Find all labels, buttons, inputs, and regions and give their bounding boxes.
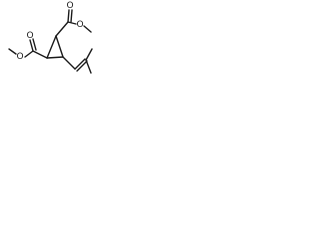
upper-ester-carbonyl-double-b: [70, 9, 73, 23]
left-ester-bond-to-methyl: [8, 48, 17, 55]
left-ester-carbonyl-double-a: [29, 39, 34, 52]
left-ether-oxygen-label: O: [16, 52, 23, 62]
structure-diagram: O O O O: [8, 1, 93, 74]
side-chain-methyl-upper: [85, 48, 93, 61]
side-chain-double-b: [76, 60, 88, 72]
left-ester-carbonyl-double-b: [32, 38, 37, 51]
upper-ester-bond-to-carbonyl: [55, 21, 69, 37]
side-chain-bond-1: [62, 56, 76, 70]
left-ester-bond-to-carbonyl: [32, 50, 48, 59]
upper-ester-bond-to-ether-o: [67, 21, 77, 25]
side-chain-double-a: [74, 58, 86, 70]
left-ester-bond-to-ether-o: [24, 50, 34, 58]
upper-ether-oxygen-label: O: [76, 20, 83, 30]
molecule-skeleton: [8, 9, 93, 74]
atom-labels: O O O O: [16, 1, 83, 62]
ring-bond-top-left: [46, 35, 57, 59]
upper-carbonyl-oxygen-label: O: [66, 1, 73, 11]
upper-ester-carbonyl-double-a: [67, 9, 70, 23]
upper-ester-bond-to-methyl: [83, 25, 92, 33]
ring-bond-bottom: [46, 56, 64, 59]
side-chain-methyl-lower: [85, 59, 92, 74]
left-carbonyl-oxygen-label: O: [26, 31, 33, 41]
ring-bond-right: [55, 35, 64, 58]
